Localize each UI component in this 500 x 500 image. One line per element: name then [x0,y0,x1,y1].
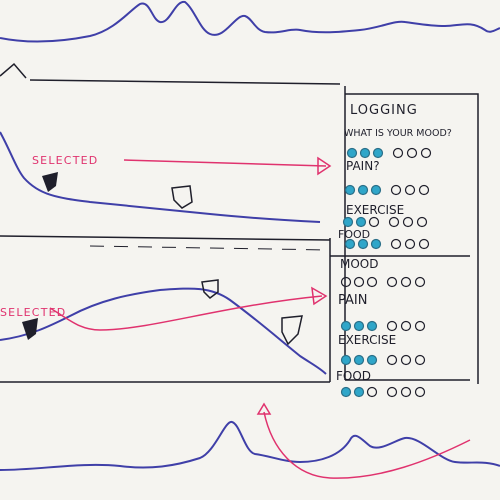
rating-dot-rows [340,147,432,398]
panel_top-row-3-dot-5[interactable] [418,238,430,250]
panel-bottom-row-label-0: MOOD [340,257,378,271]
panel_bottom-row-3-dot-4[interactable] [400,386,412,398]
bottom-timeline-line [0,421,500,471]
panel_bottom-row-2-dot-1[interactable] [353,354,365,366]
panel_top-row-3-dot-2[interactable] [370,238,382,250]
panel_top-row-2-dot-2[interactable] [368,216,380,228]
panel_top-row-1-dot-1[interactable] [357,184,369,196]
panel_bottom-row-0-dot-2[interactable] [366,276,378,288]
panel_bottom-row-2-dot-5[interactable] [414,354,426,366]
panel_top-row-0-dot-4[interactable] [406,147,418,159]
panel_top-row-1-dot-2[interactable] [370,184,382,196]
panel_top-row-2-dot-4[interactable] [402,216,414,228]
outline-marker-bottom[interactable] [281,315,303,346]
frame-top-edge [29,79,341,85]
panel-top-row-label-1: PAIN? [346,159,380,173]
panel_top-row-0-dot-1[interactable] [359,147,371,159]
panel_bottom-row-1-dot-3[interactable] [386,320,398,332]
chart-divider [0,235,331,241]
panel-top-question: WHAT IS YOUR MOOD? [344,128,452,139]
side-panel-border [329,86,479,384]
panel_top-row-2-dot-0[interactable] [342,216,354,228]
outline-marker-top[interactable] [171,185,193,209]
panel_top-row-1-dot-5[interactable] [418,184,430,196]
panel-top-title: LOGGING [350,103,418,118]
arrow-top-to-panel [123,156,332,176]
panel-bottom-row-label-3: FOOD [336,369,371,383]
panel_bottom-row-3-dot-2[interactable] [366,386,378,398]
panel_bottom-row-2-dot-3[interactable] [386,354,398,366]
panel_bottom-row-2-dot-2[interactable] [366,354,378,366]
panel_bottom-row-3-dot-3[interactable] [386,386,398,398]
panel_bottom-row-2-dot-4[interactable] [400,354,412,366]
panel_bottom-row-3-dot-5[interactable] [414,386,426,398]
panel_top-row-3-dot-1[interactable] [357,238,369,250]
panel_top-row-2-dot-5[interactable] [416,216,428,228]
panel_bottom-row-1-dot-1[interactable] [353,320,365,332]
arrow-bottom-loop [256,402,471,479]
top-timeline-line [0,0,500,43]
panel-bottom-row-label-2: EXERCISE [338,333,396,347]
selected-label-bottom: SELECTED [0,306,66,319]
panel_top-row-3-dot-0[interactable] [344,238,356,250]
panel_bottom-row-0-dot-3[interactable] [386,276,398,288]
panel-top-row-label-2: EXERCISE [346,203,404,217]
panel_bottom-row-0-dot-5[interactable] [414,276,426,288]
panel_top-row-1-dot-0[interactable] [344,184,356,196]
panel_bottom-row-1-dot-0[interactable] [340,320,352,332]
selected-marker-top[interactable] [42,172,58,192]
arrow-bottom-to-panel [49,286,328,331]
panel-bottom-row-label-1: PAIN [338,293,367,308]
panel_bottom-row-0-dot-1[interactable] [353,276,365,288]
outline-marker-mid[interactable] [201,279,219,299]
panel_bottom-row-2-dot-0[interactable] [340,354,352,366]
panel-top-row-label-3: FOOD [338,228,370,241]
panel_bottom-row-0-dot-4[interactable] [400,276,412,288]
panel_top-row-0-dot-2[interactable] [372,147,384,159]
mini-marker [0,62,27,79]
panel_top-row-0-dot-0[interactable] [346,147,358,159]
selected-label-top: SELECTED [32,154,98,167]
panel_bottom-row-3-dot-0[interactable] [340,386,352,398]
panel_bottom-row-1-dot-5[interactable] [414,320,426,332]
top-chart-line [0,131,321,223]
panel_top-row-1-dot-4[interactable] [404,184,416,196]
panel_bottom-row-1-dot-4[interactable] [400,320,412,332]
panel_top-row-3-dot-3[interactable] [390,238,402,250]
panel_bottom-row-3-dot-1[interactable] [353,386,365,398]
panel_bottom-row-0-dot-0[interactable] [340,276,352,288]
panel_top-row-3-dot-4[interactable] [404,238,416,250]
panel_bottom-row-1-dot-2[interactable] [366,320,378,332]
panel_top-row-2-dot-1[interactable] [355,216,367,228]
panel_top-row-1-dot-3[interactable] [390,184,402,196]
panel_top-row-0-dot-3[interactable] [392,147,404,159]
selected-marker-bottom[interactable] [22,318,38,340]
chart-dash-hint [89,245,331,251]
panel_top-row-0-dot-5[interactable] [420,147,432,159]
panel_top-row-2-dot-3[interactable] [388,216,400,228]
